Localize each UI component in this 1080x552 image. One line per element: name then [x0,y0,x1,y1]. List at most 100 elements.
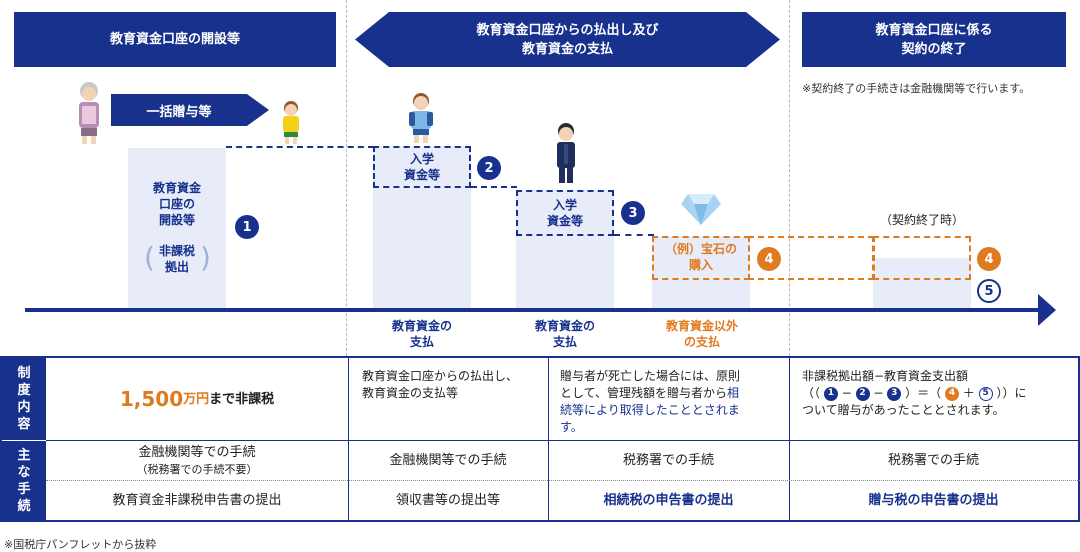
cell-procedure-4: 税務署での手続 [887,453,979,468]
payment-box-2-line2: 資金等 [546,214,583,228]
note-contract-end: ※契約終了の手続きは金融機関等で行います。 [802,82,1031,95]
diamond-icon [681,194,721,225]
marker-2: 2 [477,156,501,180]
separator-1 [346,0,347,356]
procedure-1-line2: （税務署での手続不要） [136,462,258,476]
header-withdraw-line1: 教育資金口座からの払出し及び [476,22,659,38]
death-desc-line1: 贈与者が死亡した場合には、原則 [560,369,741,383]
col-divider-3 [789,358,790,520]
cell-procedure-1: 金融機関等での手続 （税務署での手続不要） [46,441,348,480]
tl-label-pay2: 教育資金の 支払 [516,318,614,350]
formula-marker-4: 4 [944,386,959,401]
payment-box-1-line1: 入学 [409,152,434,166]
death-desc-line2: として、管理残額を贈与者から相 [560,385,784,402]
death-desc-line2-text: として、管理残額を贈与者から [560,386,728,400]
side1-char-4: 容 [17,417,31,432]
balance-line-2 [471,186,517,188]
formula-plus: ＋ [962,386,975,400]
side2-char-4: 続 [17,498,31,514]
header-withdraw-line2: 教育資金の支払 [521,41,613,57]
formula-marker-2: 2 [855,386,870,401]
marker-1: 1 [235,215,259,239]
open-box-sub1: 非課税 [158,244,195,258]
gift-label: 一括贈与等 [146,104,212,120]
formula-marker-1: 1 [823,386,838,401]
tl-label-pay2-line1: 教育資金の [534,319,595,333]
tl-label-pay1-line1: 教育資金の [391,319,452,333]
header-end: 教育資金口座に係る 契約の終了 [802,12,1066,67]
tl-label-other: 教育資金以外 の支払 [640,318,764,350]
open-box-line2: 口座の [158,197,195,211]
box-contract-end [873,258,971,308]
formula-open: （（ [802,386,821,400]
student-icon [557,123,575,183]
tax-free-rest: まで非課税 [209,391,275,407]
tl-label-pay2-line2: 支払 [552,335,577,349]
marker-4b: 4 [977,247,1001,271]
marker-5: 5 [977,279,1001,303]
formula-equals: ）＝（ [905,386,942,400]
cell-withdraw-desc: 教育資金口座からの払出し、 教育資金の支払等 [362,368,542,402]
death-desc-line2-blue: 相 [727,386,740,400]
footnote-source: ※国税庁パンフレットから抜粋 [4,538,157,551]
cell-filing-2: 領収書等の提出等 [395,493,500,508]
tax-free-unit: 万円 [183,391,210,407]
cell-end-desc: 非課税拠出額−教育資金支出額 （（ 1 − 2 − 3 ）＝（ 4 ＋ 5 ））… [802,368,1072,419]
other-payment-line1: （例）宝石の [664,242,737,256]
payment-box-1: 入学 資金等 [373,146,471,188]
side2-char-3: 手 [17,481,31,497]
end-desc-line1: 非課税拠出額−教育資金支出額 [802,369,969,383]
withdraw-desc-line1: 教育資金口座からの払出し、 [362,369,519,383]
side-header-system: 制 度 内 容 [2,358,46,440]
other-payment-label: （例）宝石の 購入 [652,241,750,273]
col-divider-1 [348,358,349,520]
balance-line-3 [614,234,654,236]
open-box-label: 教育資金 口座の 開設等 [128,180,226,228]
open-box-line3: 開設等 [158,213,195,227]
gift-arrow [111,94,269,126]
open-box-sub2: 拠出 [164,260,189,274]
row-divider-1 [46,440,1080,441]
formula-minus-2: − [873,386,884,400]
child-school-icon [409,93,433,143]
withdraw-desc-line2: 教育資金の支払等 [362,386,459,400]
cell-death-desc: 贈与者が死亡した場合には、原則 として、管理残額を贈与者から相 続等により取得し… [560,368,784,436]
side-header-procedure: 主 な 手 続 [2,440,46,520]
box-account-open [128,148,226,308]
marker-4: 4 [757,247,781,271]
header-withdraw: 教育資金口座からの払出し及び 教育資金の支払 [355,12,780,67]
cell-filing-3: 相続税の申告書の提出 [603,493,734,508]
cell-tax-free-limit: 1,500 万円 まで非課税 [46,358,348,440]
timeline [25,308,1041,312]
marker-3: 3 [621,201,645,225]
header-open-text: 教育資金口座の開設等 [109,32,240,47]
grandparent-icon [79,82,99,144]
tax-free-amount: 1,500 [119,386,184,411]
tl-label-other-line2: の支払 [683,335,720,349]
balance-line-1 [226,146,374,148]
other-payment-line2: 購入 [688,258,713,272]
col-divider-2 [548,358,549,520]
row-divider-2 [46,480,1080,481]
end-desc-line3: ついて贈与があったこととされます。 [802,403,1005,417]
paren-left: ( [144,241,155,274]
other-payment-box [652,236,750,280]
child-small-icon [283,101,299,144]
side1-char-2: 度 [17,383,31,398]
contract-end-label: （契約終了時） [879,213,964,227]
header-end-line1: 教育資金口座に係る [875,22,993,38]
payment-box-2-line1: 入学 [552,198,577,212]
summary-table: 制 度 内 容 主 な 手 続 1,500 万円 まで非課税 教育資金口座 [0,356,1080,522]
side1-char-3: 内 [17,400,31,415]
contract-end-box [873,236,971,280]
cell-procedure-3: 税務署での手続 [622,453,714,468]
end-desc-formula: （（ 1 − 2 − 3 ）＝（ 4 ＋ 5 ））に [802,385,1072,402]
cell-filing-1: 教育資金非課税申告書の提出 [112,493,282,508]
formula-marker-5: 5 [978,386,993,401]
header-end-line2: 契約の終了 [901,41,967,57]
formula-marker-3: 3 [887,386,902,401]
tl-label-pay1-line2: 支払 [409,335,434,349]
payment-box-2: 入学 資金等 [516,190,614,236]
side2-char-2: な [17,464,31,480]
death-desc-line3: 続等により取得したこととされま [560,403,740,417]
